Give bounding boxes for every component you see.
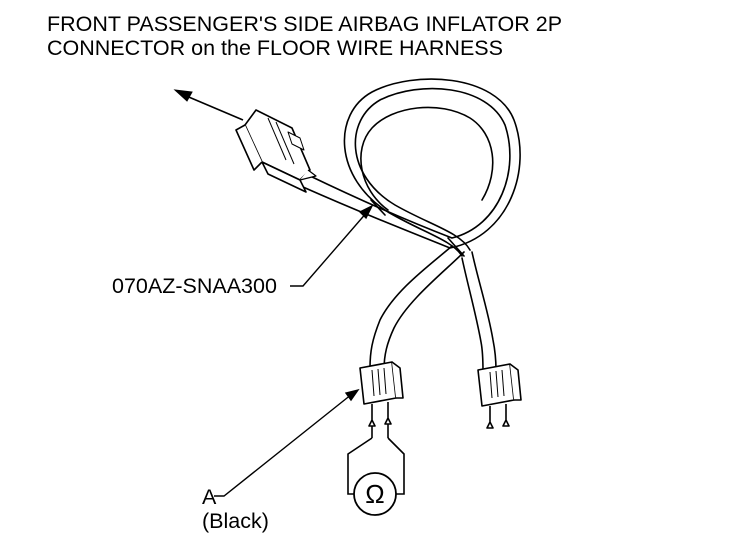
- connector-a-black: [359, 361, 404, 427]
- ohm-symbol: Ω: [365, 479, 384, 509]
- diagram-title: FRONT PASSENGER'S SIDE AIRBAG INFLATOR 2…: [47, 12, 562, 60]
- callout-a-leader: [214, 388, 360, 497]
- title-line-1: FRONT PASSENGER'S SIDE AIRBAG INFLATOR 2…: [47, 12, 563, 36]
- ohmmeter: Ω: [353, 472, 397, 516]
- vehicle-side-connector: [235, 109, 317, 193]
- direction-arrow: [173, 89, 244, 121]
- callout-a-label: A: [202, 485, 217, 509]
- part-number-label: 070AZ-SNAA300: [112, 274, 277, 298]
- harness-cable: [302, 78, 521, 373]
- callout-a-color-label: (Black): [202, 509, 269, 533]
- ohmmeter-circle: [353, 472, 397, 516]
- connector-second: [477, 363, 522, 429]
- title-line-2: CONNECTOR on the FLOOR WIRE HARNESS: [47, 36, 503, 60]
- ohmmeter-leads: [347, 424, 405, 495]
- part-number-leader: [290, 204, 374, 287]
